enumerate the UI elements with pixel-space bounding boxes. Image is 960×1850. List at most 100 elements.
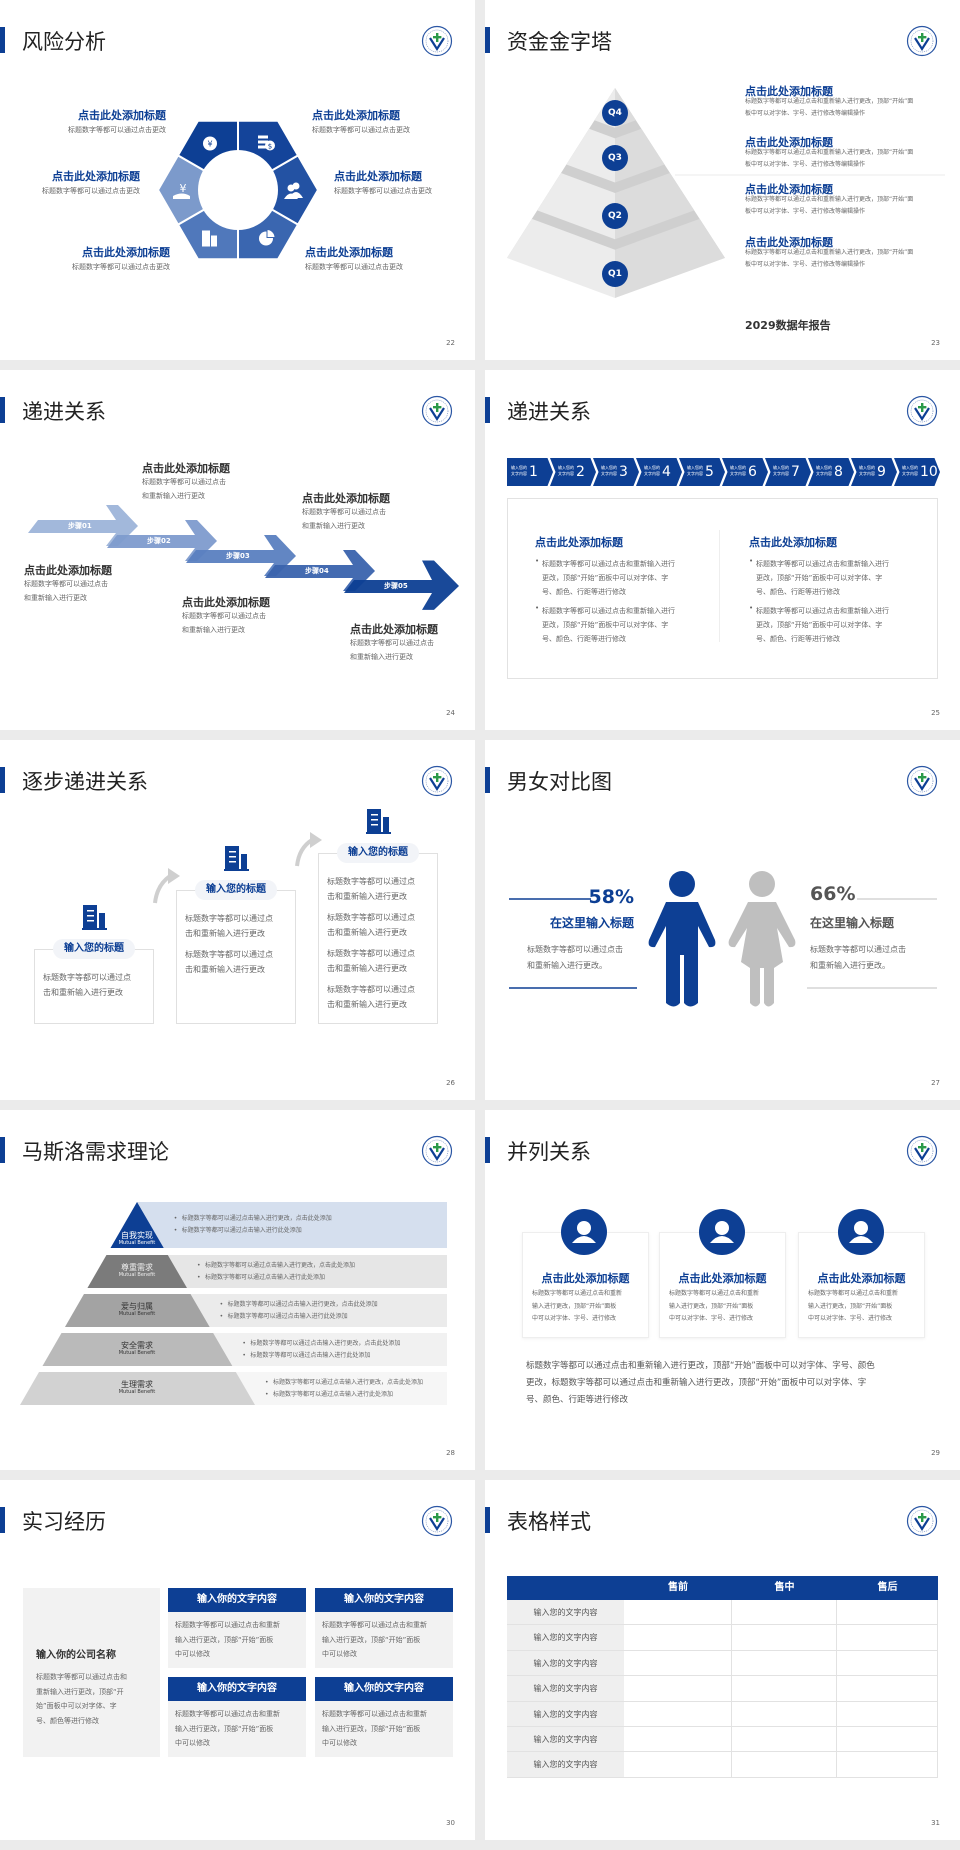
- company-panel: [23, 1588, 160, 1757]
- page-number: 30: [446, 1819, 455, 1827]
- logo-cross-h: [918, 1146, 927, 1149]
- table-cell[interactable]: [837, 1600, 938, 1626]
- level-text: 标题数字等都可以通过点击输入进行更改，点击此处添加: [250, 1339, 401, 1347]
- table-cell[interactable]: [732, 1701, 837, 1727]
- step-box-text: 标题数字等都可以通过点: [185, 950, 273, 959]
- table-cell[interactable]: [837, 1650, 938, 1677]
- level-bullet: •: [196, 1261, 201, 1269]
- table-row-header[interactable]: 输入您的文字内容: [507, 1650, 624, 1677]
- level-name: 安全需求: [121, 1340, 153, 1350]
- table-row-header[interactable]: 输入您的文字内容: [507, 1600, 624, 1626]
- chevron-label: 输入您的: [773, 465, 789, 470]
- level-subtitle: Mutual Benefit: [118, 1271, 156, 1278]
- title-accent-bar: [0, 1507, 5, 1533]
- item-desc: 标题数字等都可以通过点击和重新输入进行更改，顶部“开始”面: [745, 196, 914, 203]
- step-box-text: 击和重新输入进行更改: [327, 928, 407, 937]
- table-cell[interactable]: [837, 1625, 938, 1651]
- chevron-number: 3: [619, 464, 628, 480]
- table-header-row: [507, 1576, 938, 1600]
- logo-v-mark: [429, 37, 445, 52]
- svg-text:¥: ¥: [207, 140, 212, 149]
- chevron-label: 输入您的: [730, 465, 746, 470]
- table-row-header[interactable]: 输入您的文字内容: [507, 1676, 624, 1702]
- table-cell[interactable]: [732, 1650, 837, 1677]
- table-row-header[interactable]: 输入您的文字内容: [507, 1727, 624, 1753]
- table-cell[interactable]: [624, 1701, 732, 1727]
- level-bullet: •: [219, 1300, 224, 1308]
- table-cell[interactable]: [732, 1727, 837, 1753]
- slide-title: 马斯洛需求理论: [22, 1140, 169, 1164]
- table-cell[interactable]: [624, 1625, 732, 1651]
- table-cell[interactable]: [732, 1625, 837, 1651]
- level-text: 标题数字等都可以通过点击输入进行更改，点击此处添加: [273, 1378, 424, 1386]
- table-cell[interactable]: [732, 1752, 837, 1778]
- item-title: 点击此处添加标题: [142, 462, 230, 475]
- female-title: 在这里输入标题: [810, 916, 895, 930]
- title-accent-bar: [0, 397, 5, 423]
- level-subtitle: Mutual Benefit: [118, 1310, 156, 1317]
- pyramid-level: [110, 1202, 164, 1248]
- chevron-label: 文字内容: [644, 471, 660, 476]
- experience-text: 输入进行更改，顶部“开始”面板: [175, 1724, 274, 1733]
- card-desc: 输入进行更改，顶部“开始”面板: [808, 1302, 893, 1310]
- chevron-label: 输入您的: [816, 465, 832, 470]
- step-box-text: 标题数字等都可以通过点: [327, 949, 415, 958]
- level-bullet: •: [242, 1351, 246, 1359]
- table-cell[interactable]: [624, 1727, 732, 1753]
- table-column-header: 售前: [668, 1582, 688, 1593]
- table-cell[interactable]: [837, 1752, 938, 1778]
- table-row-header[interactable]: 输入您的文字内容: [507, 1752, 624, 1778]
- building-icon: [202, 230, 217, 247]
- table-row-header[interactable]: 输入您的文字内容: [507, 1625, 624, 1651]
- person-glyph: [710, 1221, 734, 1243]
- logo-inner-ring: [425, 1139, 449, 1163]
- bullet-text: 更改，顶部“开始”面板中可以对字体、字: [756, 621, 883, 629]
- svg-text:¥: ¥: [180, 182, 187, 195]
- table-cell[interactable]: [837, 1701, 938, 1727]
- item-title: 点击此处添加标题: [745, 136, 833, 149]
- item-title: 点击此处添加标题: [24, 564, 112, 577]
- chevron-number: 8: [834, 464, 843, 480]
- table-cell[interactable]: [837, 1676, 938, 1702]
- logo-cross-h: [433, 776, 442, 779]
- table-column-header: 售后: [877, 1582, 898, 1593]
- logo-v-mark: [914, 407, 930, 422]
- level-text: 标题数字等都可以通过点击输入进行此处添加: [273, 1390, 394, 1398]
- table-cell[interactable]: [624, 1600, 732, 1626]
- table-cell[interactable]: [624, 1676, 732, 1702]
- logo-v-mark: [914, 1147, 930, 1162]
- step-box-text: 标题数字等都可以通过点: [43, 973, 131, 982]
- table-row-header[interactable]: 输入您的文字内容: [507, 1701, 624, 1727]
- chevron-label: 输入您的: [687, 465, 703, 470]
- item-title: 点击此处添加标题: [350, 623, 438, 636]
- table-cell[interactable]: [624, 1650, 732, 1677]
- table-cell[interactable]: [732, 1676, 837, 1702]
- table-cell[interactable]: [732, 1600, 837, 1626]
- page-number: 25: [931, 709, 940, 717]
- table-cell[interactable]: [624, 1752, 732, 1778]
- item-desc: 标题数字等都可以通过点击更改: [42, 187, 140, 195]
- female-desc: 和重新输入进行更改。: [810, 961, 890, 970]
- chevron-label: 输入您的: [902, 465, 918, 470]
- table-cell[interactable]: [837, 1727, 938, 1753]
